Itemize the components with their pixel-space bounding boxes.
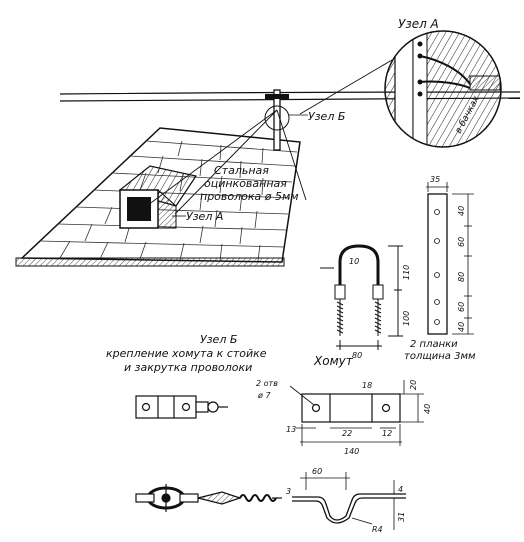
node-b-pointer-label: Узел Б bbox=[308, 110, 345, 123]
wire-label-line2: оцинкованная bbox=[204, 177, 287, 190]
plank-note-line2: толщина 3мм bbox=[404, 351, 476, 362]
dim-clamp-60: 60 bbox=[312, 467, 322, 476]
dim-ubolt-h2: 100 bbox=[402, 311, 411, 326]
dim-clamp-40: 40 bbox=[423, 404, 432, 414]
node-b-detail: Узел Б крепление хомута к стойке и закру… bbox=[106, 333, 282, 512]
node-a-pointer-label: Узел А bbox=[186, 210, 223, 223]
roof-scene: Узел Б Стальная оцинкованная проволока ø… bbox=[15, 59, 521, 267]
dim-clamp-18: 18 bbox=[362, 381, 372, 390]
dim-plank-d1: 40 bbox=[457, 206, 466, 216]
node-a-title: Узел А bbox=[398, 17, 439, 31]
dim-clamp-13: 13 bbox=[286, 425, 296, 434]
dim-clamp-holes: 2 отв bbox=[256, 379, 278, 388]
node-b-title: Узел Б bbox=[200, 333, 237, 346]
dim-plank-d3: 80 bbox=[457, 272, 466, 282]
dim-clamp-dia: ø 7 bbox=[257, 391, 271, 400]
dim-clamp-r4: R4 bbox=[372, 525, 383, 534]
node-b-desc-line2: и закрутка проволоки bbox=[124, 361, 252, 374]
dim-clamp-3: 3 bbox=[286, 487, 291, 496]
dim-ubolt-thread: 10 bbox=[349, 257, 359, 266]
dim-ubolt-h1: 110 bbox=[402, 265, 411, 280]
node-a-detail: Узел А в бачках bbox=[384, 17, 502, 148]
u-bolt-drawing: 10 110 100 80 bbox=[320, 244, 411, 360]
dim-clamp-31: 31 bbox=[397, 512, 406, 522]
dim-plank-width: 35 bbox=[430, 175, 440, 184]
plank-drawing: 35 40 60 80 60 40 2 планки толщина 3мм bbox=[404, 175, 476, 362]
dim-clamp-140: 140 bbox=[344, 447, 359, 456]
clamp-drawing: Хомут 2 отв ø 7 18 20 40 13 22 12 140 bbox=[256, 354, 432, 534]
plank-note-line1: 2 планки bbox=[410, 339, 458, 350]
dim-plank-d5: 40 bbox=[457, 322, 466, 332]
stay-wires bbox=[147, 59, 393, 215]
dormer-window bbox=[118, 165, 197, 229]
dim-clamp-20: 20 bbox=[409, 380, 418, 390]
node-b-desc-line1: крепление хомута к стойке bbox=[106, 347, 267, 360]
dim-plank-d4: 60 bbox=[457, 302, 466, 312]
dim-plank-d2: 60 bbox=[457, 237, 466, 247]
dim-ubolt-width: 80 bbox=[352, 351, 362, 360]
clamp-title: Хомут bbox=[313, 354, 354, 368]
dim-clamp-4: 4 bbox=[398, 485, 403, 494]
dim-clamp-12: 12 bbox=[382, 429, 392, 438]
dim-clamp-22: 22 bbox=[342, 429, 352, 438]
wire-label-line3: проволока ø 5мм bbox=[200, 190, 299, 203]
wire-label-line1: Стальная bbox=[214, 164, 269, 177]
eave bbox=[15, 257, 285, 267]
